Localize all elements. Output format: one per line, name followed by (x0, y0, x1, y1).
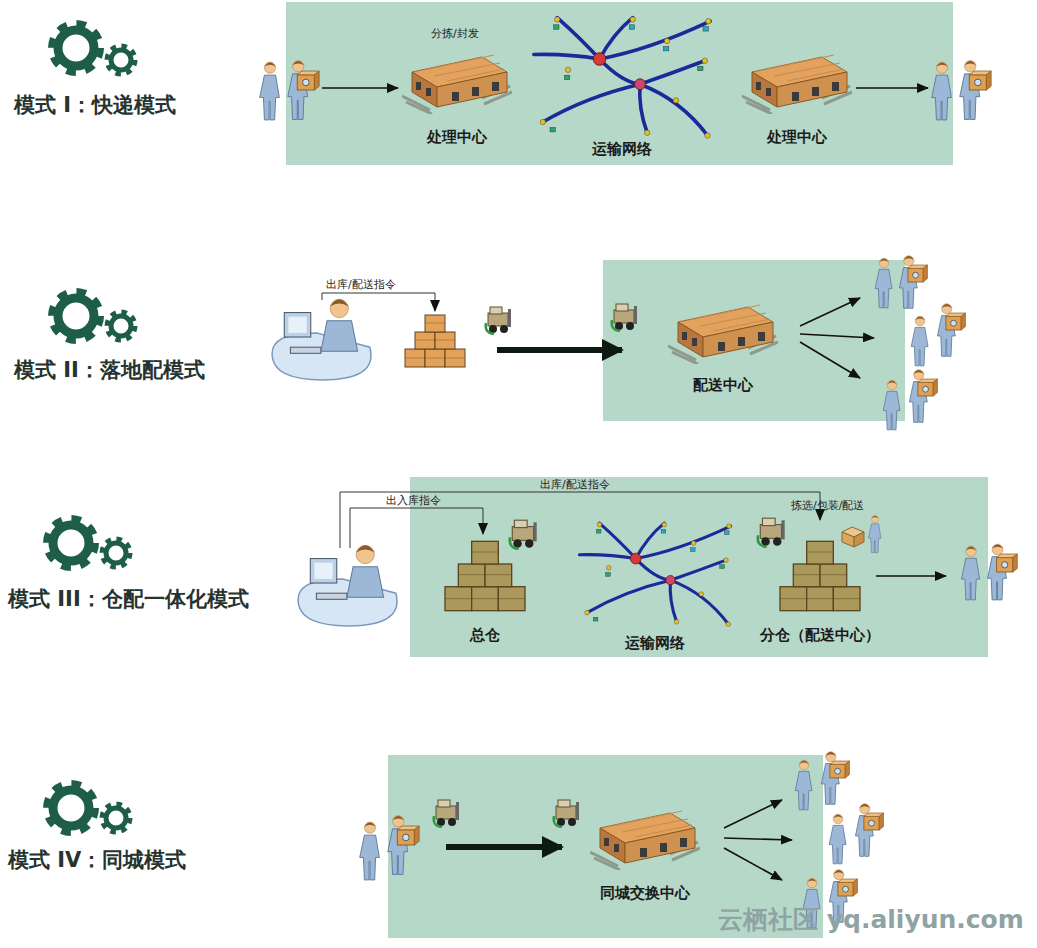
gear-icon (52, 24, 100, 72)
truck-icon (554, 800, 579, 827)
mode-title: 模式 IV：同城模式 (8, 846, 186, 874)
center-node: 运输网络 (622, 634, 688, 653)
node-label: 运输网络 (592, 140, 652, 159)
operator-desk (298, 545, 397, 626)
node-label: 总仓 (470, 626, 500, 645)
leader-line (340, 492, 820, 548)
gear-icon (102, 804, 130, 832)
building-icon (742, 55, 852, 114)
mode-panel (286, 2, 953, 165)
sender (388, 816, 419, 875)
receiver (988, 544, 1018, 600)
network-icon (534, 17, 711, 139)
flow-arrow (876, 575, 946, 577)
thick-arrow (446, 844, 562, 850)
person (260, 62, 280, 120)
receiver (899, 256, 927, 309)
person (795, 760, 812, 810)
center-node: 总仓 (467, 626, 503, 645)
person (911, 316, 928, 366)
node-label: 同城交换中心 (600, 884, 690, 903)
building-icon (590, 811, 700, 870)
mode-title: 模式 II：落地配模式 (14, 356, 205, 384)
mode-panel (410, 477, 988, 657)
mode-panel (603, 260, 905, 421)
gear-icon (107, 312, 135, 340)
building-icon (402, 55, 512, 114)
node-label: 配送中心 (693, 376, 753, 395)
truck-icon (612, 304, 637, 331)
warehouse-pile (780, 541, 860, 610)
center-node: 运输网络 (589, 140, 655, 159)
operator-desk (272, 299, 371, 380)
building-icon (668, 305, 778, 364)
thick-arrow (497, 347, 622, 353)
center-node: 分仓（配送中心） (757, 626, 883, 645)
flow-arrow (322, 87, 398, 89)
person (829, 814, 846, 864)
receiver (960, 61, 991, 120)
person (932, 62, 952, 120)
receiver (855, 804, 883, 857)
instruction-label: 出库/配送指令 (326, 277, 396, 292)
warehouse-pile (445, 541, 525, 610)
watermark: 云栖社区 yq.aliyun.com (718, 903, 1024, 936)
gear-icon (47, 519, 95, 567)
network-icon (579, 522, 731, 626)
gear-icon (47, 784, 95, 832)
center-node: 同城交换中心 (597, 884, 693, 903)
goods-pile (405, 315, 465, 367)
receiver (909, 370, 937, 423)
node-label: 运输网络 (625, 634, 685, 653)
center-node: 处理中心 (764, 128, 830, 147)
flow-arrow (856, 87, 928, 89)
person (961, 546, 979, 600)
leader-line (350, 508, 483, 548)
truck-icon (758, 518, 785, 547)
person (883, 380, 900, 430)
instruction-label: 拣选/包装/配送 (791, 498, 864, 513)
instruction-label: 出库/配送指令 (540, 477, 610, 492)
packing-icon (842, 527, 864, 547)
node-label: 处理中心 (427, 128, 487, 147)
instruction-label: 分拣/封发 (431, 26, 479, 41)
instruction-label: 出入库指令 (386, 493, 441, 508)
courier (288, 61, 319, 120)
center-node: 处理中心 (424, 128, 490, 147)
center-node: 配送中心 (690, 376, 756, 395)
truck-icon (486, 307, 511, 334)
truck-icon (434, 800, 459, 827)
receiver (821, 752, 849, 805)
person (360, 822, 380, 880)
gear-icon (52, 292, 100, 340)
node-label: 处理中心 (767, 128, 827, 147)
person (875, 258, 892, 308)
leader-line (322, 293, 435, 311)
receiver (937, 304, 965, 357)
gear-icon (102, 539, 130, 567)
truck-icon (510, 520, 537, 549)
node-label: 分仓（配送中心） (760, 626, 880, 645)
packer (868, 515, 881, 552)
gear-icon (107, 46, 135, 74)
mode-title: 模式 I：快递模式 (14, 91, 176, 119)
mode-title: 模式 III：仓配一体化模式 (8, 585, 249, 613)
